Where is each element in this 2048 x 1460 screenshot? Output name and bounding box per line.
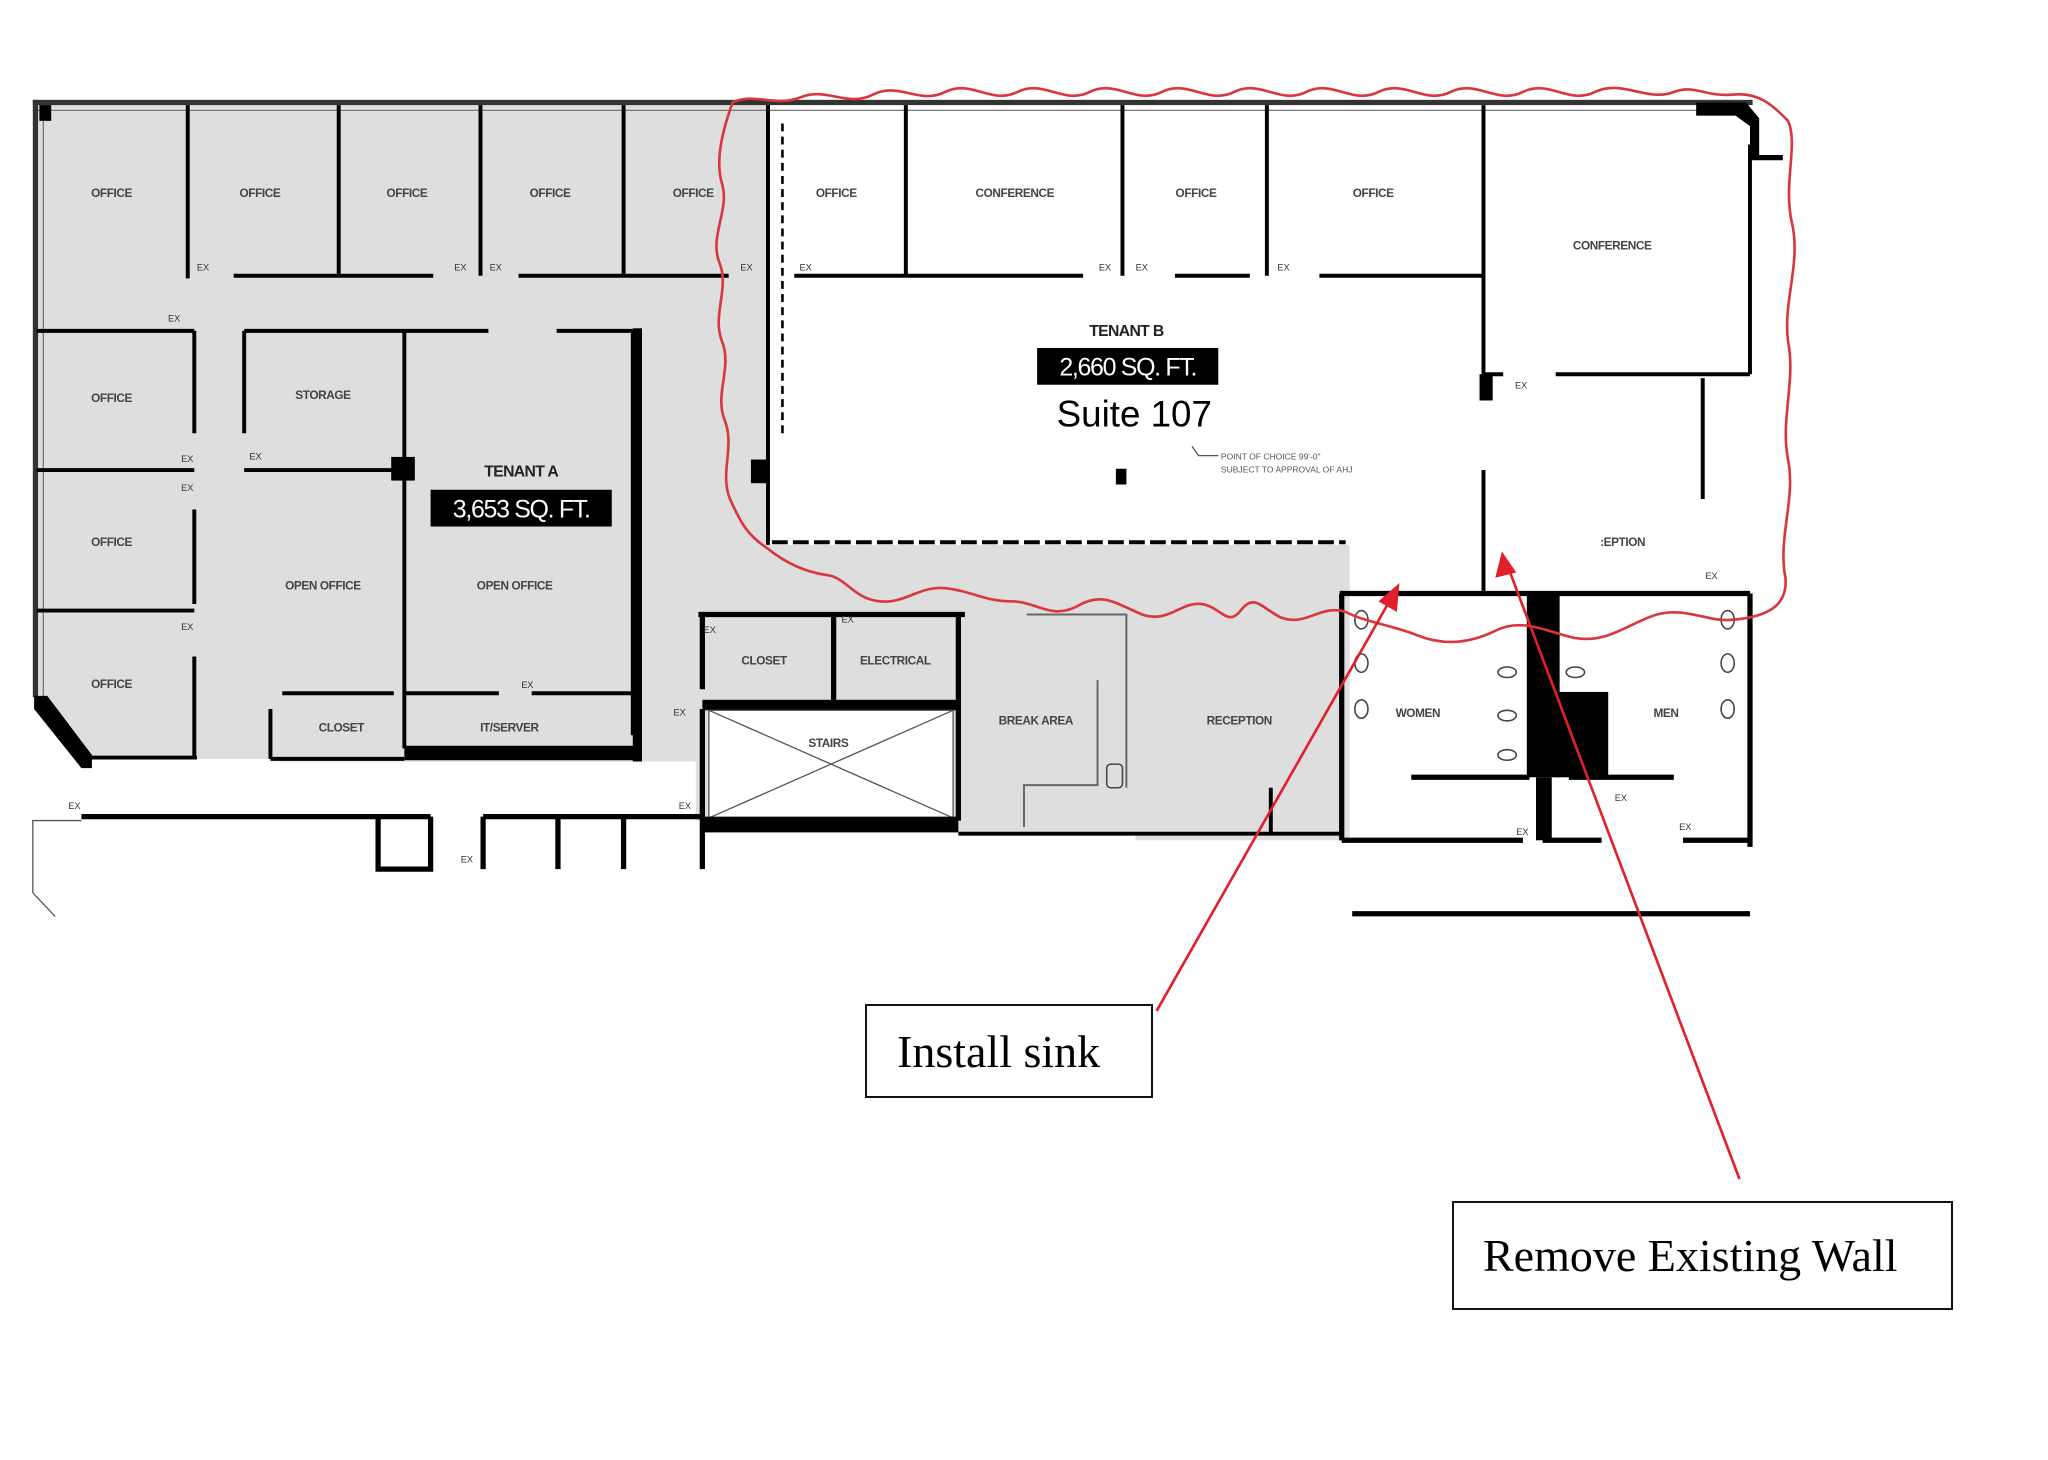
exit-marker: EX (68, 801, 80, 811)
toilet-icons (1497, 666, 1586, 761)
note-leader (1191, 446, 1219, 457)
exit-marker: EX (704, 625, 716, 635)
tenant-b-label: TENANT B 2,660 SQ. FT. Suite 107 POINT O… (1037, 323, 1352, 475)
exit-marker: EX (1679, 822, 1691, 832)
tenant-b-area (771, 112, 1752, 593)
corner-column (1696, 102, 1783, 161)
counter (1026, 613, 1128, 788)
exit-marker: EX (800, 263, 812, 273)
tenant-a-area (36, 102, 1350, 841)
room-office: OFFICE (1353, 186, 1394, 200)
arrowhead-icon (1495, 551, 1517, 578)
counter-2 (1023, 680, 1099, 828)
plumbing-chase (1526, 593, 1560, 778)
exit-marker: EX (740, 263, 752, 273)
room-office: OFFICE (91, 391, 132, 405)
room-stairs: STAIRS (808, 736, 849, 750)
exit-marker: EX (181, 622, 193, 632)
room-reception: RECEPTION (1207, 714, 1272, 728)
exit-marker: EX (1705, 571, 1717, 581)
tenant-a-title: TENANT A (484, 464, 558, 481)
room-office: OFFICE (91, 677, 132, 691)
exit-marker: EX (181, 483, 193, 493)
core-walls (698, 611, 965, 821)
note-line-2: SUBJECT TO APPROVAL OF AHJ (1221, 465, 1353, 475)
stair-x-2 (708, 709, 954, 819)
exit-marker: EX (1099, 263, 1111, 273)
room-office: OFFICE (387, 186, 428, 200)
corridor-walls (81, 814, 705, 872)
room-closet: CLOSET (741, 653, 788, 667)
wall-stub (1479, 374, 1493, 401)
exit-marker: EX (490, 263, 502, 273)
room-electrical: ELECTRICAL (860, 653, 931, 667)
tenant-b-title: TENANT B (1089, 323, 1164, 340)
callout-remove-wall: Remove Existing Wall (1452, 1201, 1953, 1310)
exit-marker: EX (1136, 263, 1148, 273)
exit-marker: EX (249, 452, 261, 462)
room-open-office: OPEN OFFICE (285, 579, 361, 593)
callout-install-sink: Install sink (865, 1004, 1153, 1098)
room-conference: CONFERENCE (975, 186, 1054, 200)
room-office: OFFICE (91, 186, 132, 200)
exit-marker: EX (1516, 827, 1528, 837)
revision-cloud (715, 86, 1796, 644)
server-wall (404, 745, 641, 761)
column (391, 456, 415, 481)
exit-marker: EX (168, 314, 180, 324)
exit-marker: EX (679, 801, 691, 811)
exit-marker: EX (521, 680, 533, 690)
tenant-b-walls (766, 105, 1752, 591)
exit-marker: EX (461, 855, 473, 865)
arrowhead-icon (1378, 582, 1400, 612)
room-storage: STORAGE (295, 388, 351, 402)
room-office: OFFICE (239, 186, 280, 200)
exit-marker: EX (842, 614, 854, 624)
exterior-edge (32, 819, 82, 917)
room-office: OFFICE (530, 186, 571, 200)
arrow-remove-wall (1495, 551, 1741, 1180)
chase-wall (1536, 777, 1552, 841)
exterior-wall-top (32, 99, 1753, 769)
exit-marker: EX (1515, 381, 1527, 391)
room-men: MEN (1653, 706, 1678, 720)
room-open-office: OPEN OFFICE (477, 579, 553, 593)
arrow-install-sink (1155, 582, 1400, 1012)
column-b (1115, 468, 1127, 485)
room-closet: CLOSET (319, 720, 366, 734)
room-labels: OFFICE OFFICE OFFICE OFFICE OFFICE OFFIC… (91, 186, 1679, 750)
exit-marker: EX (454, 263, 466, 273)
tenant-b-area: 2,660 SQ. FT. (1059, 354, 1196, 382)
room-office: OFFICE (91, 535, 132, 549)
tenant-a-area: 3,653 SQ. FT. (453, 495, 590, 523)
room-office: OFFICE (1176, 186, 1217, 200)
room-it-server: IT/SERVER (480, 720, 539, 734)
room-break-area: BREAK AREA (999, 714, 1074, 728)
stair-wall-bottom (702, 816, 959, 833)
exit-markers: EX EX EX EX EX EX EX EX EX EX EX EX EX E… (68, 263, 1717, 865)
callout-install-sink-text: Install sink (897, 1025, 1101, 1077)
note-line-1: POINT OF CHOICE 99'-0" (1221, 452, 1321, 462)
exit-marker: EX (673, 708, 685, 718)
suite-number: Suite 107 (1057, 394, 1212, 435)
room-women: WOMEN (1396, 706, 1441, 720)
exit-marker: EX (1277, 263, 1289, 273)
wall-segment (632, 328, 642, 762)
room-office: OFFICE (673, 186, 714, 200)
room-office: OFFICE (816, 186, 857, 200)
room-reception-b: :EPTION (1600, 535, 1645, 549)
exit-marker: EX (181, 454, 193, 464)
tenant-a-label: TENANT A 3,653 SQ. FT. (430, 464, 612, 527)
exit-marker: EX (197, 263, 209, 273)
stair-wall-top (702, 699, 959, 711)
tenant-b-area-badge (1037, 347, 1219, 385)
room-conference: CONFERENCE (1573, 239, 1652, 253)
callout-remove-wall-text: Remove Existing Wall (1483, 1230, 1898, 1281)
exit-marker: EX (1615, 793, 1627, 803)
column (750, 459, 770, 484)
tenant-a-area-badge (430, 489, 612, 527)
existing-sink-icon (1105, 763, 1124, 789)
